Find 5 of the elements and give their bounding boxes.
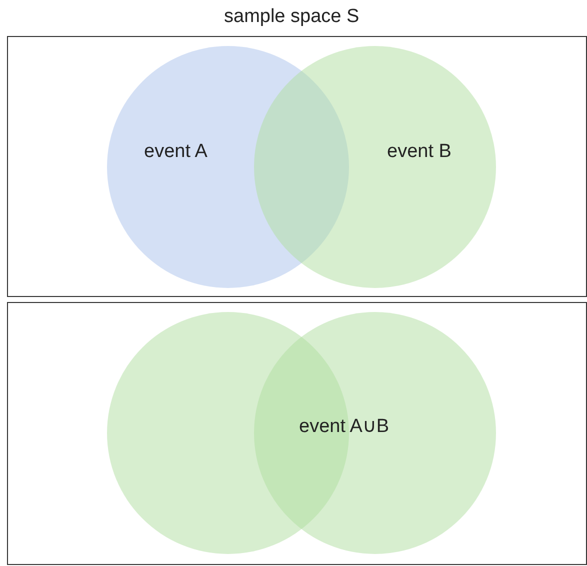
event-label: event A xyxy=(144,141,208,163)
sample-space-box xyxy=(7,302,587,565)
event-label: event B xyxy=(387,141,452,163)
space-title: sample space S xyxy=(224,6,360,28)
union-label: event A∪B xyxy=(299,415,390,438)
